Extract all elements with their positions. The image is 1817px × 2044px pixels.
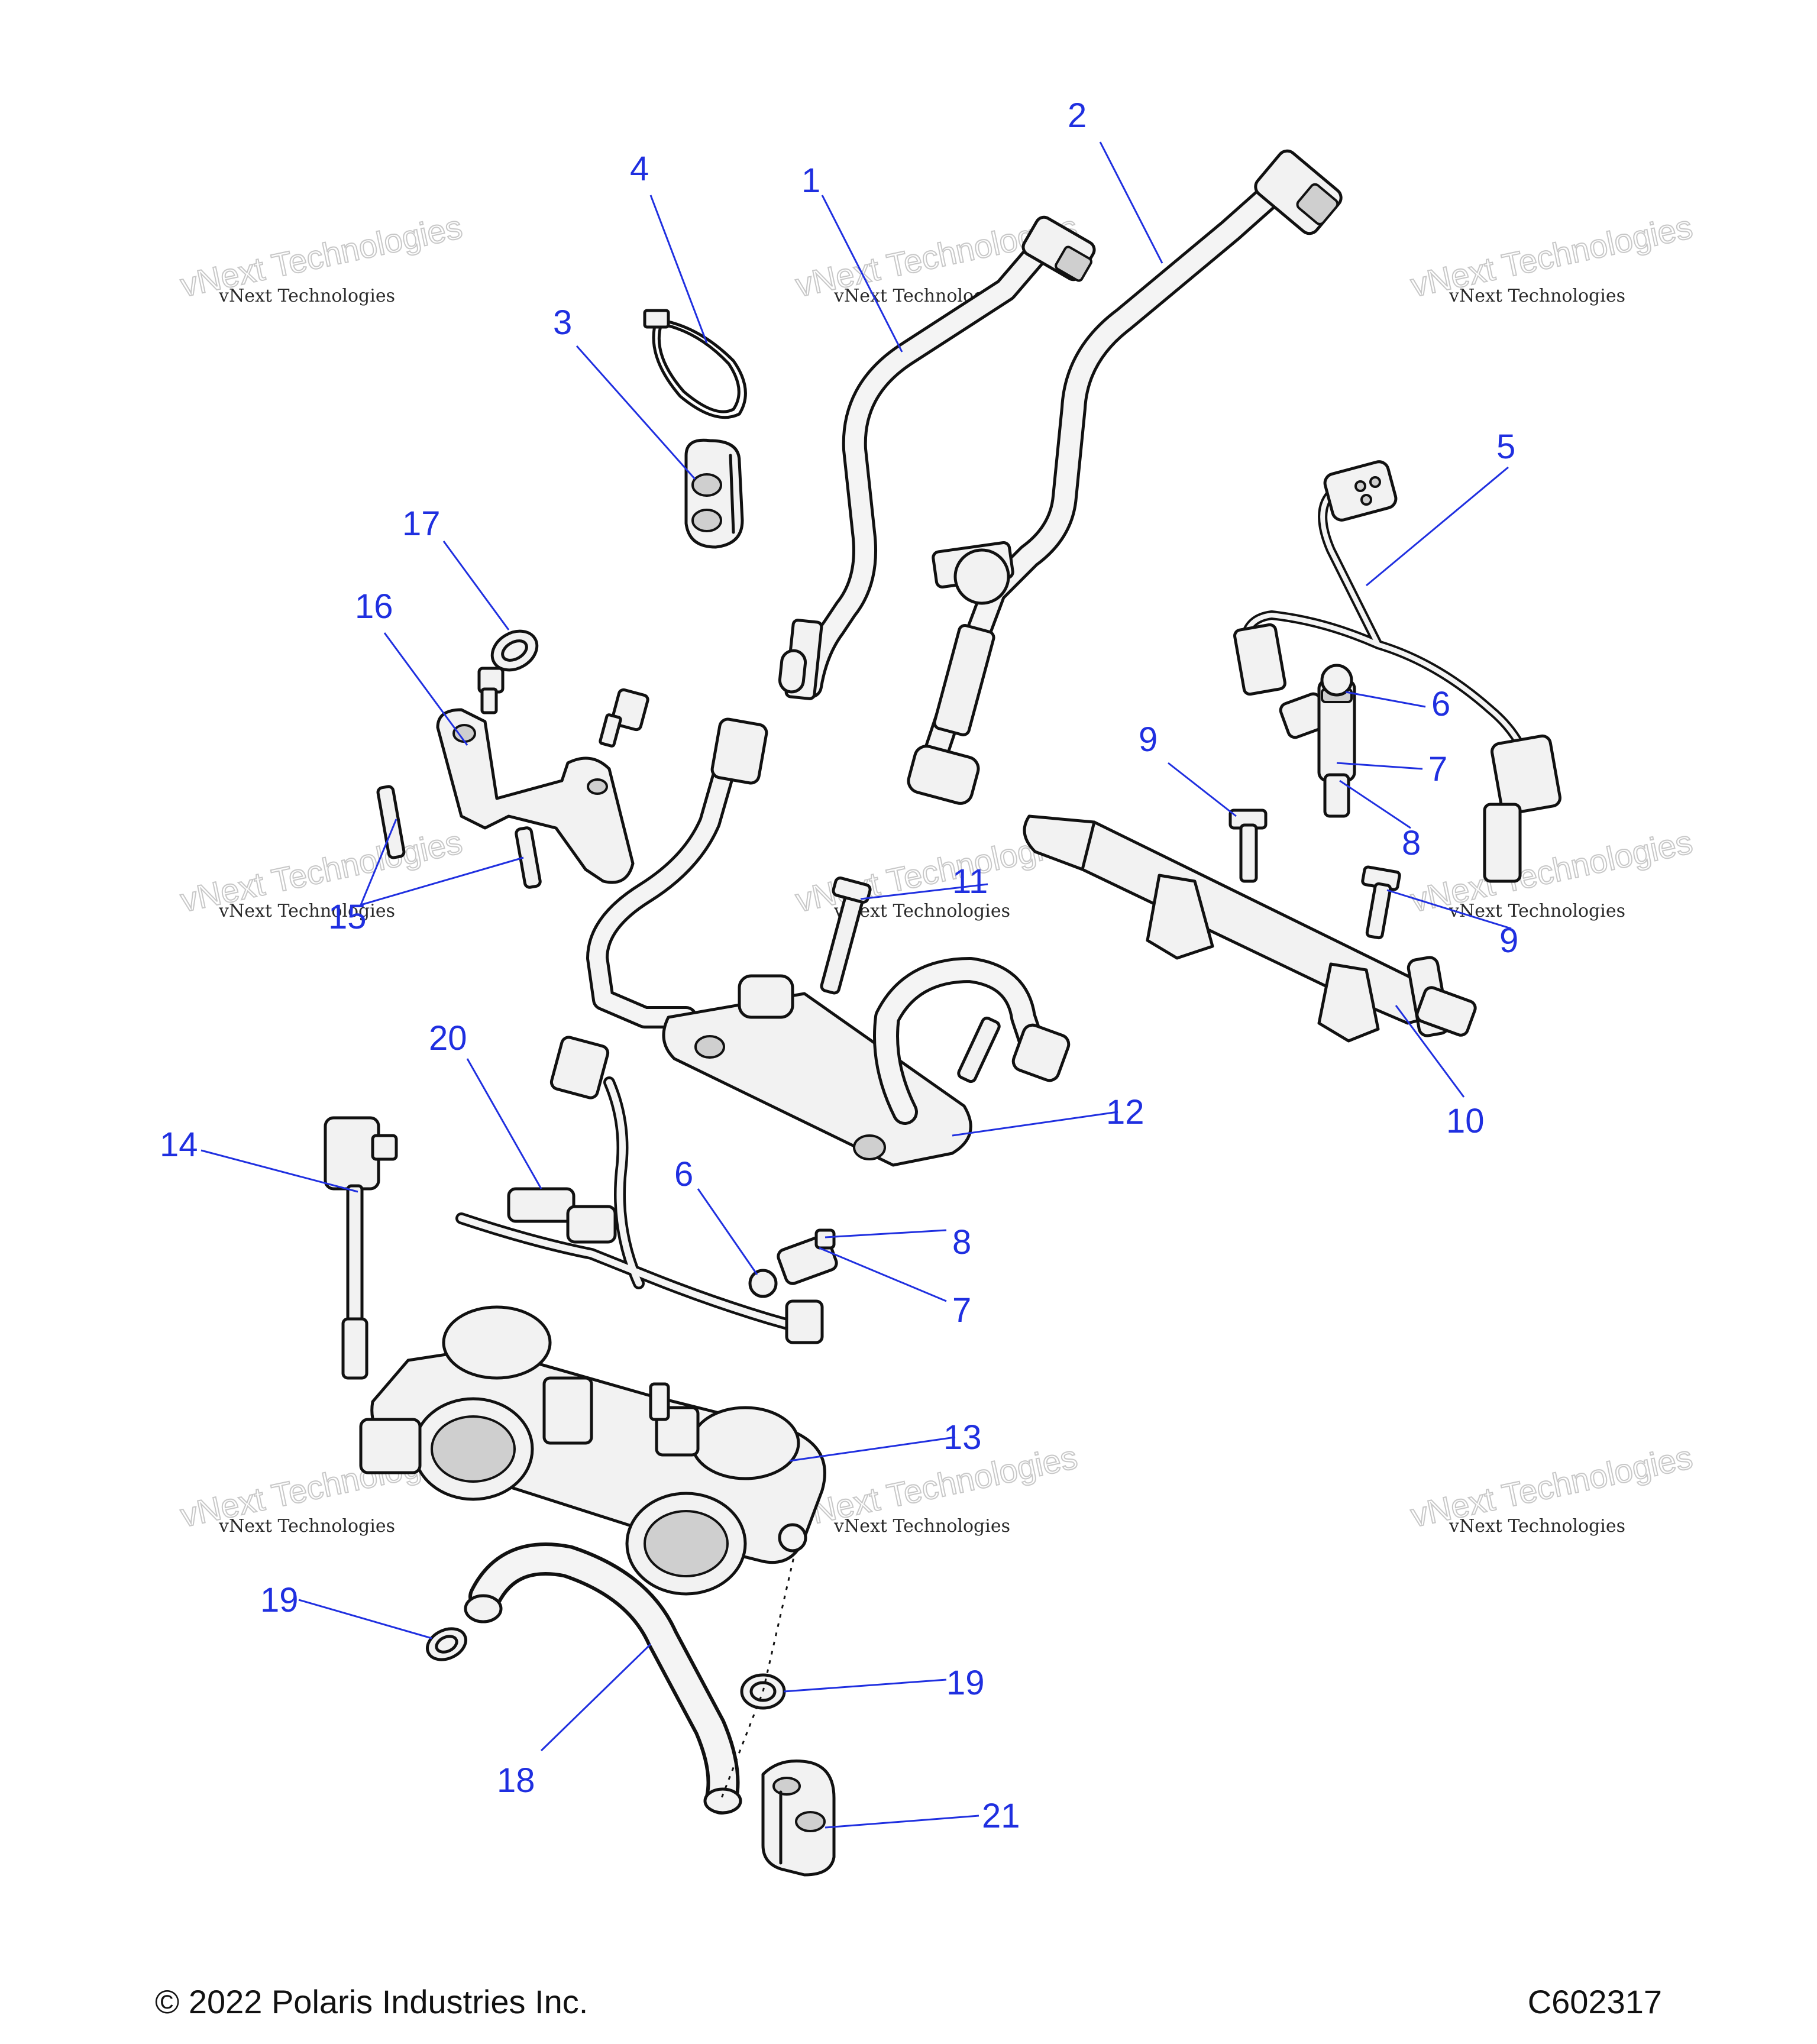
leader-10 bbox=[1395, 1005, 1465, 1098]
leader-9b bbox=[1386, 889, 1512, 930]
leader-7a bbox=[1336, 762, 1423, 770]
callout-15: 15 bbox=[328, 898, 367, 936]
callout-8b: 8 bbox=[952, 1223, 971, 1262]
leader-2 bbox=[1099, 141, 1163, 264]
leader-19a bbox=[298, 1599, 432, 1639]
svg-text:vNext Technologies: vNext Technologies bbox=[833, 1516, 1010, 1537]
svg-text:vNext Technologies: vNext Technologies bbox=[218, 286, 395, 306]
watermark-top-left: vNext Technologies vNext Technologies bbox=[177, 207, 466, 306]
part-21-retainer bbox=[761, 1760, 836, 1877]
watermark-bottom-center: vNext Technologies vNext Technologies bbox=[792, 1437, 1081, 1537]
drawing-id: C602317 bbox=[1527, 1983, 1662, 2020]
part-15-bolt-b bbox=[515, 826, 542, 889]
callout-16: 16 bbox=[355, 587, 393, 626]
callout-19a: 19 bbox=[260, 1581, 299, 1619]
leader-18 bbox=[540, 1643, 652, 1752]
callout-20: 20 bbox=[429, 1019, 467, 1057]
callout-18: 18 bbox=[497, 1761, 535, 1800]
callout-12: 12 bbox=[1106, 1093, 1144, 1131]
svg-text:vNext Technologies: vNext Technologies bbox=[1449, 1516, 1625, 1537]
part-17-ring-terminal bbox=[477, 629, 539, 714]
callout-19b: 19 bbox=[946, 1664, 985, 1702]
part-20-harness bbox=[455, 1036, 824, 1344]
part-1-fuel-line bbox=[778, 215, 1096, 700]
leader-8a bbox=[1339, 780, 1411, 829]
svg-text:vNext Technologies: vNext Technologies bbox=[218, 901, 395, 921]
callout-13: 13 bbox=[943, 1418, 982, 1457]
callout-7a: 7 bbox=[1428, 750, 1447, 788]
part-14-sensor bbox=[324, 1116, 422, 1474]
leader-13 bbox=[789, 1436, 956, 1462]
part-10-fuel-rail bbox=[1023, 814, 1477, 1043]
part-18-hose bbox=[464, 1542, 742, 1815]
leader-17 bbox=[442, 541, 510, 630]
callout-3: 3 bbox=[553, 303, 572, 342]
callout-9b: 9 bbox=[1499, 921, 1518, 960]
leader-12 bbox=[952, 1111, 1118, 1137]
callout-2: 2 bbox=[1068, 96, 1087, 135]
leader-6b bbox=[697, 1188, 758, 1275]
part-15-bolt-a bbox=[376, 785, 406, 859]
leader-11 bbox=[860, 883, 988, 900]
leader-20 bbox=[466, 1058, 542, 1189]
assembly-line bbox=[720, 1549, 797, 1799]
callout-6a: 6 bbox=[1431, 685, 1450, 723]
watermark-top-right: vNext Technologies vNext Technologies bbox=[1407, 207, 1696, 306]
part-5-harness bbox=[1233, 460, 1561, 883]
copyright-text: © 2022 Polaris Industries Inc. bbox=[155, 1983, 589, 2020]
leader-14 bbox=[201, 1149, 358, 1193]
svg-text:vNext Technologies: vNext Technologies bbox=[1449, 286, 1625, 306]
part-6-7-8-injector-upper bbox=[1279, 664, 1356, 818]
part-11-long-bolt bbox=[820, 877, 872, 995]
leader-7b bbox=[819, 1247, 947, 1302]
callout-21: 21 bbox=[982, 1797, 1020, 1835]
leader-lines bbox=[201, 141, 1512, 1829]
part-9-bolt-a bbox=[1228, 808, 1268, 883]
part-2-fuel-line bbox=[907, 149, 1343, 805]
svg-text:vNext Technologies: vNext Technologies bbox=[1449, 901, 1625, 921]
callout-17: 17 bbox=[402, 504, 441, 543]
leader-19b bbox=[783, 1678, 947, 1693]
watermark-middle-right: vNext Technologies vNext Technologies bbox=[1407, 822, 1696, 921]
callout-6b: 6 bbox=[674, 1155, 693, 1194]
leader-4 bbox=[649, 195, 708, 344]
callout-5: 5 bbox=[1496, 428, 1515, 466]
leader-9a bbox=[1168, 762, 1237, 817]
svg-text:vNext Technologies: vNext Technologies bbox=[218, 1516, 395, 1537]
callout-8a: 8 bbox=[1402, 824, 1421, 862]
leader-5 bbox=[1366, 466, 1509, 587]
callout-14: 14 bbox=[160, 1126, 198, 1164]
leader-21 bbox=[825, 1815, 979, 1829]
part-4-cable-tie bbox=[643, 309, 747, 419]
watermark-bottom-right: vNext Technologies vNext Technologies bbox=[1407, 1437, 1696, 1537]
callout-4: 4 bbox=[630, 150, 649, 188]
callout-7b: 7 bbox=[952, 1291, 971, 1330]
leader-15a bbox=[360, 819, 397, 905]
leader-1 bbox=[821, 195, 903, 352]
leader-16 bbox=[383, 632, 468, 746]
part-6-7-8-injector-lower bbox=[748, 1228, 838, 1298]
callout-labels: 1 2 3 4 5 6 7 8 9 9 10 11 12 13 14 15 16… bbox=[160, 96, 1518, 1835]
watermark-middle-left: vNext Technologies vNext Technologies bbox=[177, 822, 466, 921]
callout-9a: 9 bbox=[1139, 720, 1158, 759]
callout-1: 1 bbox=[801, 161, 820, 200]
leader-6a bbox=[1345, 691, 1426, 708]
callout-10: 10 bbox=[1446, 1102, 1485, 1140]
leader-8b bbox=[825, 1229, 947, 1238]
part-19-clamp-a bbox=[426, 1627, 467, 1661]
part-19-clamp-b bbox=[740, 1673, 786, 1710]
leader-15b bbox=[360, 856, 524, 906]
part-nut bbox=[599, 688, 649, 748]
part-12-fuel-rail-supply bbox=[586, 717, 1071, 1167]
part-3-grommet bbox=[684, 438, 744, 549]
part-13-throttle-body bbox=[370, 1305, 826, 1596]
leader-3 bbox=[576, 345, 696, 480]
callout-11: 11 bbox=[952, 862, 988, 901]
part-9-bolt-b bbox=[1361, 865, 1401, 940]
